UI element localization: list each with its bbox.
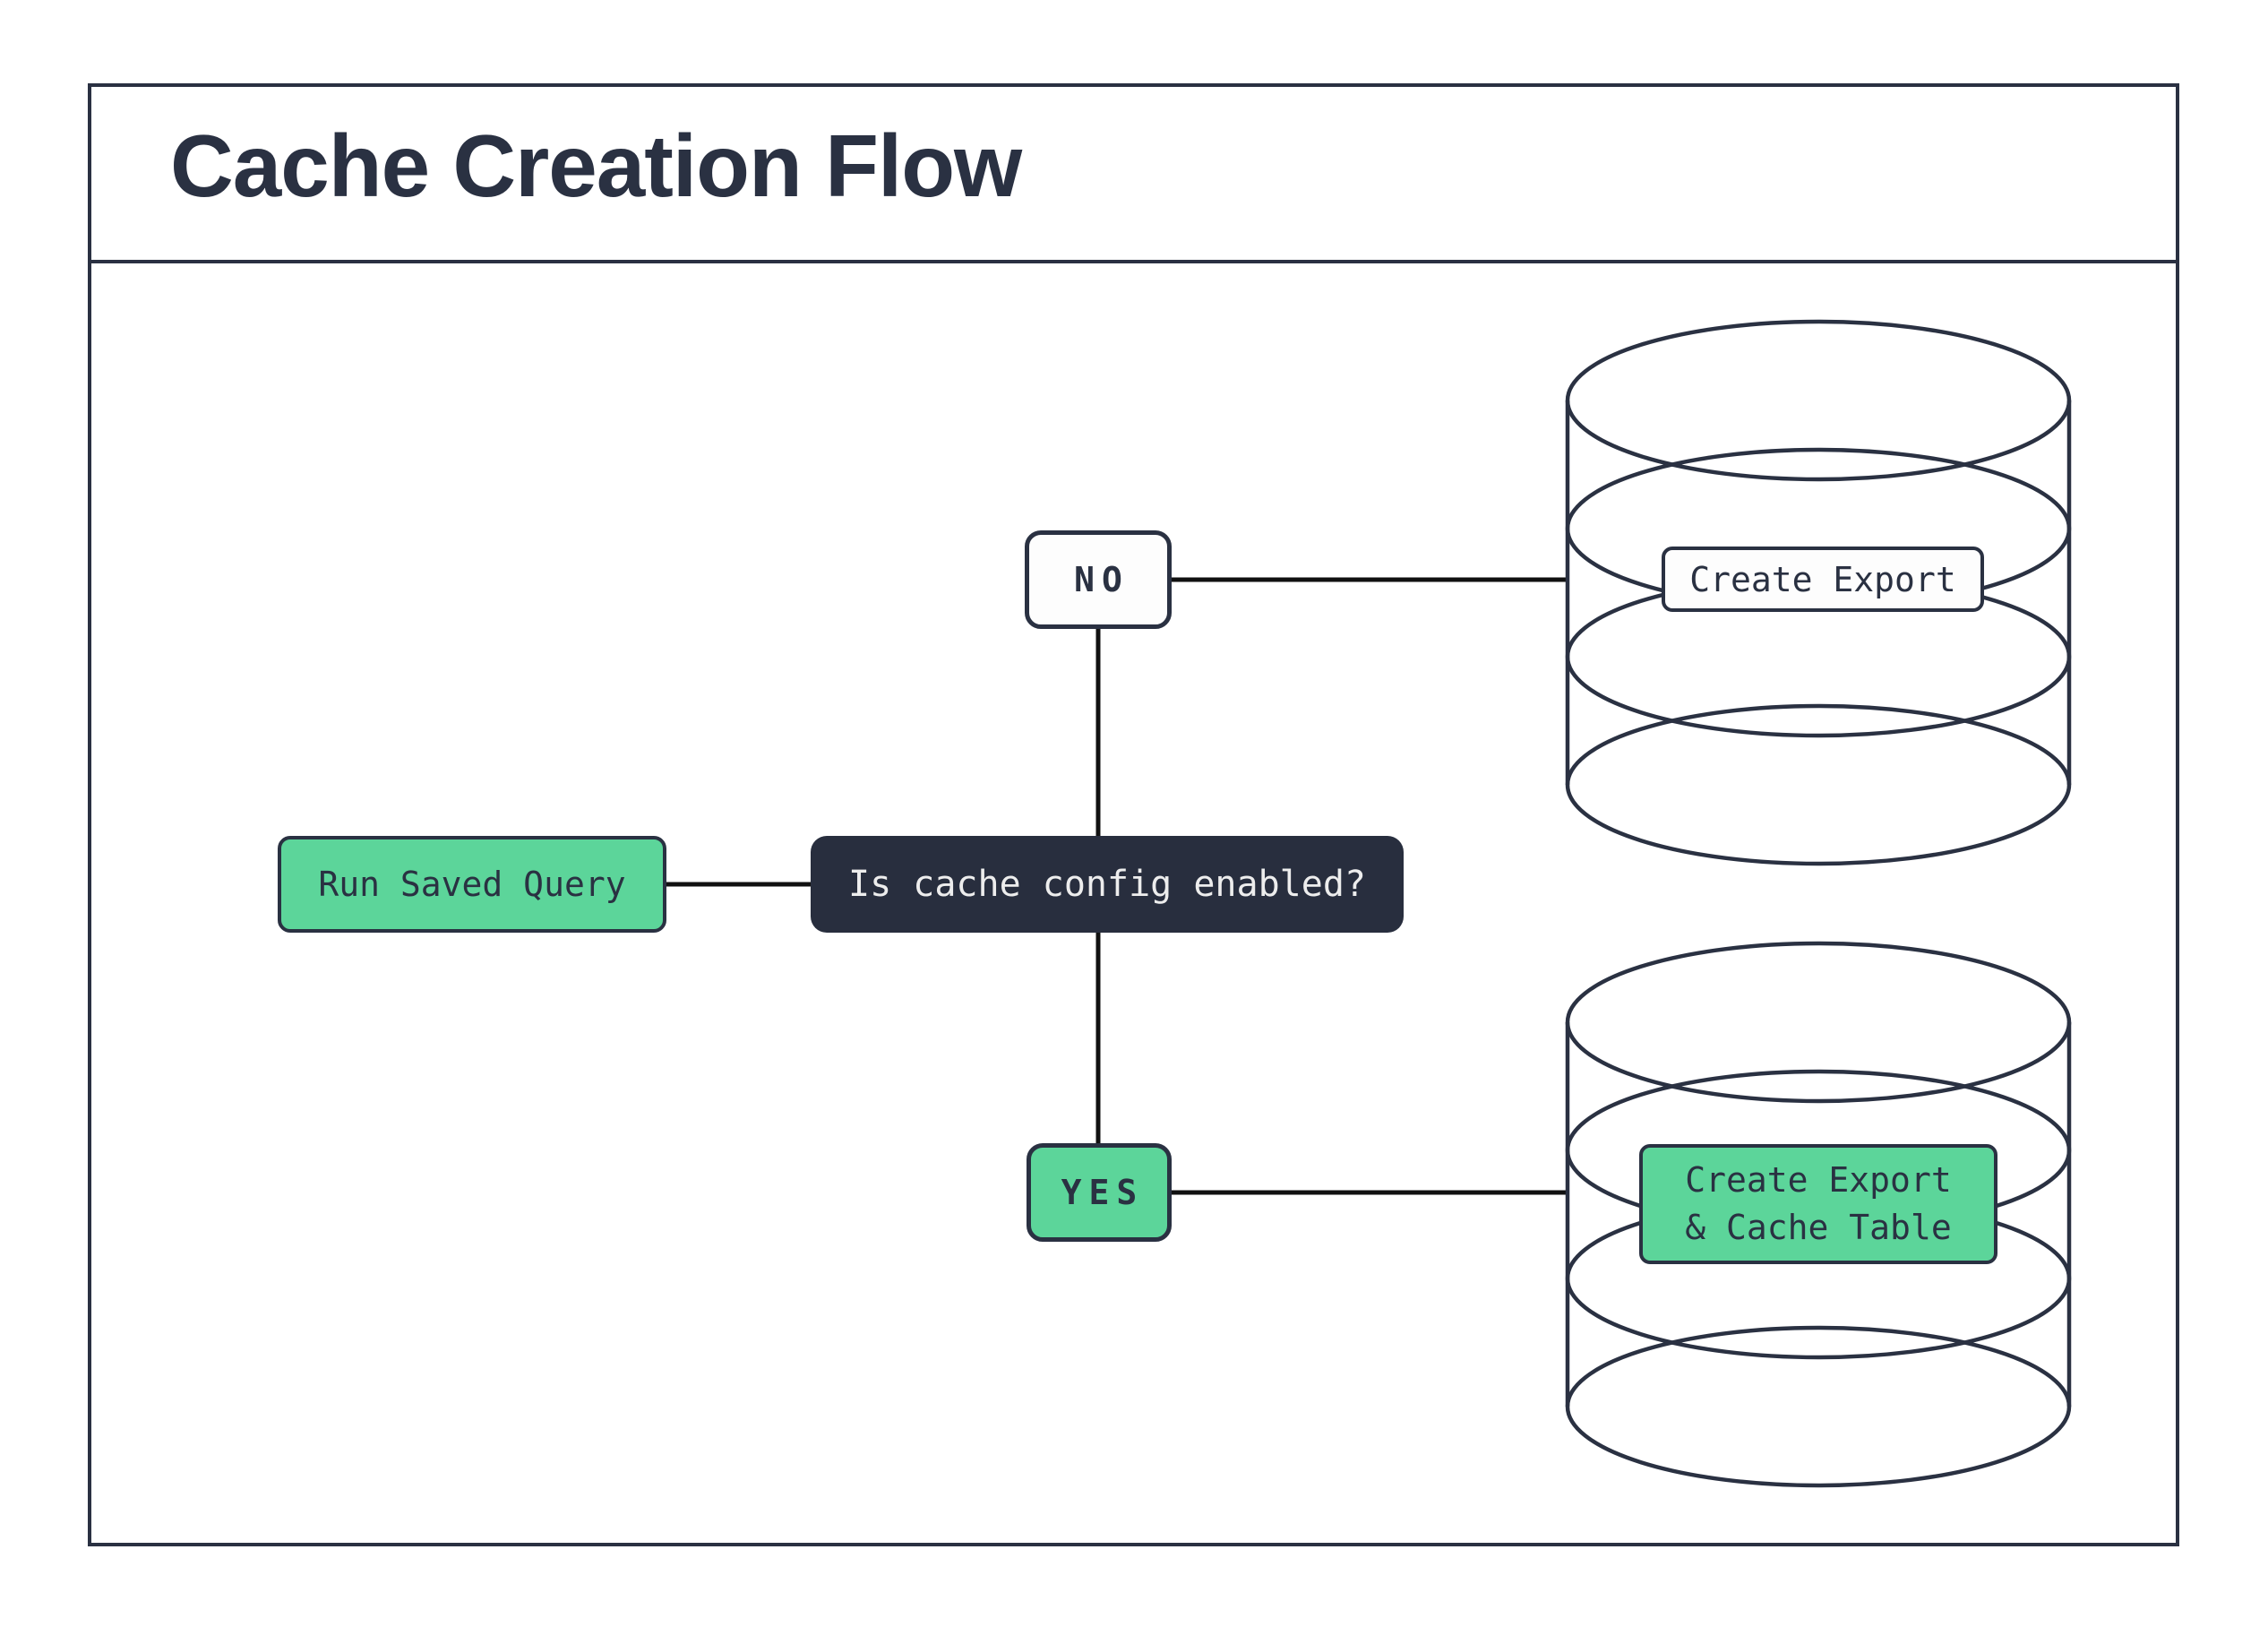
database-icon-top (1565, 319, 2072, 866)
node-branch-no-label: NO (1074, 560, 1130, 599)
node-branch-yes: YES (1027, 1143, 1172, 1242)
node-cache-config-decision-label: Is cache config enabled? (848, 864, 1366, 905)
node-branch-no: NO (1025, 530, 1172, 629)
diagram-frame (88, 83, 2179, 1546)
node-create-export-cache-table-label: Create Export & Cache Table (1685, 1159, 1952, 1247)
header-divider (88, 260, 2179, 263)
page-title: Cache Creation Flow (170, 116, 1022, 215)
connector-lines (666, 577, 1569, 1195)
node-cache-config-decision: Is cache config enabled? (811, 836, 1404, 933)
node-create-export: Create Export (1662, 547, 1984, 612)
node-run-saved-query-label: Run Saved Query (318, 865, 626, 904)
node-branch-yes-label: YES (1061, 1173, 1145, 1212)
node-run-saved-query: Run Saved Query (278, 836, 666, 933)
node-create-export-label: Create Export (1689, 559, 1956, 599)
node-create-export-cache-table: Create Export & Cache Table (1639, 1144, 1997, 1264)
